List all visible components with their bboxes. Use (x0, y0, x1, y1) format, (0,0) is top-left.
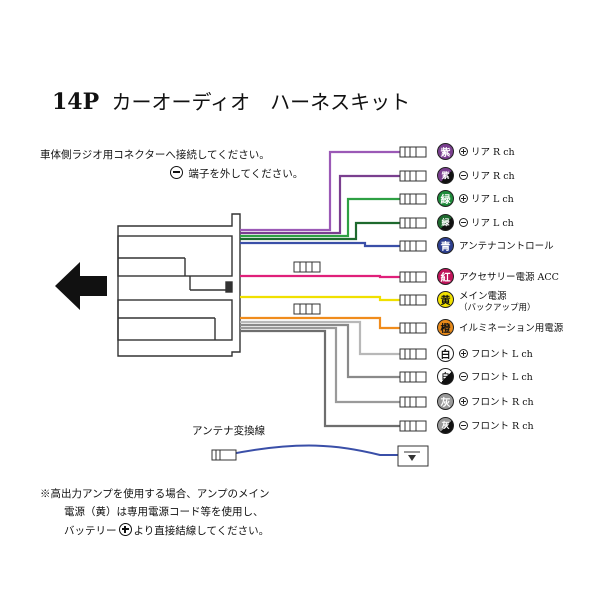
antenna-cable (211, 444, 429, 467)
wire-color-badge: 灰 (437, 417, 454, 434)
direction-arrow (55, 262, 107, 310)
wire-plug-3 (399, 193, 427, 205)
instruction-line-2: 端子を外してください。 (168, 166, 303, 181)
wire-plug-1 (399, 146, 427, 158)
wire-label-text: イルミネーション用電源 (459, 323, 564, 334)
wire-label-12: フロント R ch (459, 421, 534, 432)
plus-symbol-icon (459, 349, 468, 358)
wire-plug-11 (399, 396, 427, 408)
wire-5 (240, 241, 400, 248)
wire-label-1: リア R ch (459, 147, 515, 158)
spare-terminals (293, 261, 321, 315)
wire-8 (240, 316, 400, 330)
instruction-line-2-text: 端子を外してください。 (188, 168, 304, 180)
page-title: 14P カーオーディオ ハーネスキット (52, 86, 410, 115)
wire-plug-7 (399, 294, 427, 306)
spare-terminal-1 (293, 261, 321, 273)
wire-11 (240, 326, 400, 404)
footnote-line-1: ※高出力アンプを使用する場合、アンプのメイン (40, 488, 270, 500)
wire-label-text: フロント L ch (471, 349, 533, 360)
wire-color-badge: 白 (437, 368, 454, 385)
wire-label-text: アンテナコントロール (459, 241, 554, 252)
wires-layer (240, 150, 400, 428)
minus-symbol-icon (459, 421, 468, 430)
plus-symbol-icon (459, 194, 468, 203)
main-connector (117, 213, 241, 357)
wire-3 (240, 197, 400, 238)
wire-plug-9 (399, 348, 427, 360)
footnote-line-3-end: より直接結線してください。 (133, 525, 270, 537)
plugs-layer (399, 146, 427, 432)
antenna-plug-left (211, 449, 237, 461)
wire-plug-10 (399, 371, 427, 383)
wire-label-3: リア L ch (459, 194, 514, 205)
wire-color-badge: 橙 (437, 319, 454, 336)
wire-color-badge: 緑 (437, 190, 454, 207)
footnote-line-3-start: バッテリー (64, 525, 117, 537)
wire-plug-6 (399, 271, 427, 283)
wire-9 (240, 320, 400, 356)
wire-color-badge: 紫 (437, 143, 454, 160)
wire-plug-4 (399, 217, 427, 229)
wire-label-text: アクセサリー電源 ACC (459, 272, 559, 283)
wire-plug-2 (399, 170, 427, 182)
wire-plug-12 (399, 420, 427, 432)
wire-4 (240, 221, 400, 241)
wire-label-text: メイン電源 (459, 291, 507, 302)
wire-1 (240, 150, 400, 232)
wire-label-text: リア L ch (471, 194, 514, 205)
footnote-line-2: 電源（黄）は専用電源コード等を使用し、 (64, 506, 264, 518)
footnote-line-3: バッテリー より直接結線してください。 (64, 523, 269, 538)
wire-label-9: フロント L ch (459, 349, 533, 360)
wire-label-6: アクセサリー電源 ACC (459, 272, 559, 283)
wire-label-2: リア R ch (459, 171, 515, 182)
wire-color-badge: 灰 (437, 393, 454, 410)
wire-label-text: フロント R ch (471, 421, 534, 432)
wire-plug-5 (399, 240, 427, 252)
plus-terminal-icon (118, 523, 132, 536)
wire-color-badge: 紅 (437, 268, 454, 285)
wire-label-10: フロント L ch (459, 372, 533, 383)
wire-label-7: メイン電源（バックアップ用） (459, 291, 536, 314)
wire-color-badge: 緑 (437, 214, 454, 231)
title-text: カーオーディオ ハーネスキット (111, 90, 411, 114)
minus-terminal-icon (170, 166, 183, 179)
model-number: 14P (52, 89, 100, 115)
instruction-line-1: 車体側ラジオ用コネクターへ接続してください。 (40, 149, 270, 161)
wire-label-text: フロント L ch (471, 372, 533, 383)
wire-12 (240, 329, 400, 428)
wire-label-text: フロント R ch (471, 397, 534, 408)
wire-label-4: リア L ch (459, 218, 514, 229)
wire-sublabel: （バックアップ用） (459, 303, 536, 313)
wire-label-5: アンテナコントロール (459, 241, 554, 252)
spare-terminal-2 (293, 303, 321, 315)
plus-symbol-icon (459, 147, 468, 156)
wire-label-11: フロント R ch (459, 397, 534, 408)
wire-10 (240, 323, 400, 379)
wire-color-badge: 黄 (437, 291, 454, 308)
wire-plug-8 (399, 322, 427, 334)
wire-label-text: リア L ch (471, 218, 514, 229)
plus-symbol-icon (459, 397, 468, 406)
wire-label-text: リア R ch (471, 147, 515, 158)
minus-symbol-icon (459, 171, 468, 180)
antenna-label: アンテナ変換線 (192, 425, 266, 437)
minus-symbol-icon (459, 218, 468, 227)
wire-label-text: リア R ch (471, 171, 515, 182)
wire-color-badge: 青 (437, 237, 454, 254)
wire-7 (240, 295, 400, 302)
minus-symbol-icon (459, 372, 468, 381)
wire-6 (240, 274, 400, 279)
wire-label-8: イルミネーション用電源 (459, 323, 563, 334)
wire-color-badge: 白 (437, 345, 454, 362)
wire-2 (240, 174, 400, 235)
wire-color-badge: 紫 (437, 167, 454, 184)
